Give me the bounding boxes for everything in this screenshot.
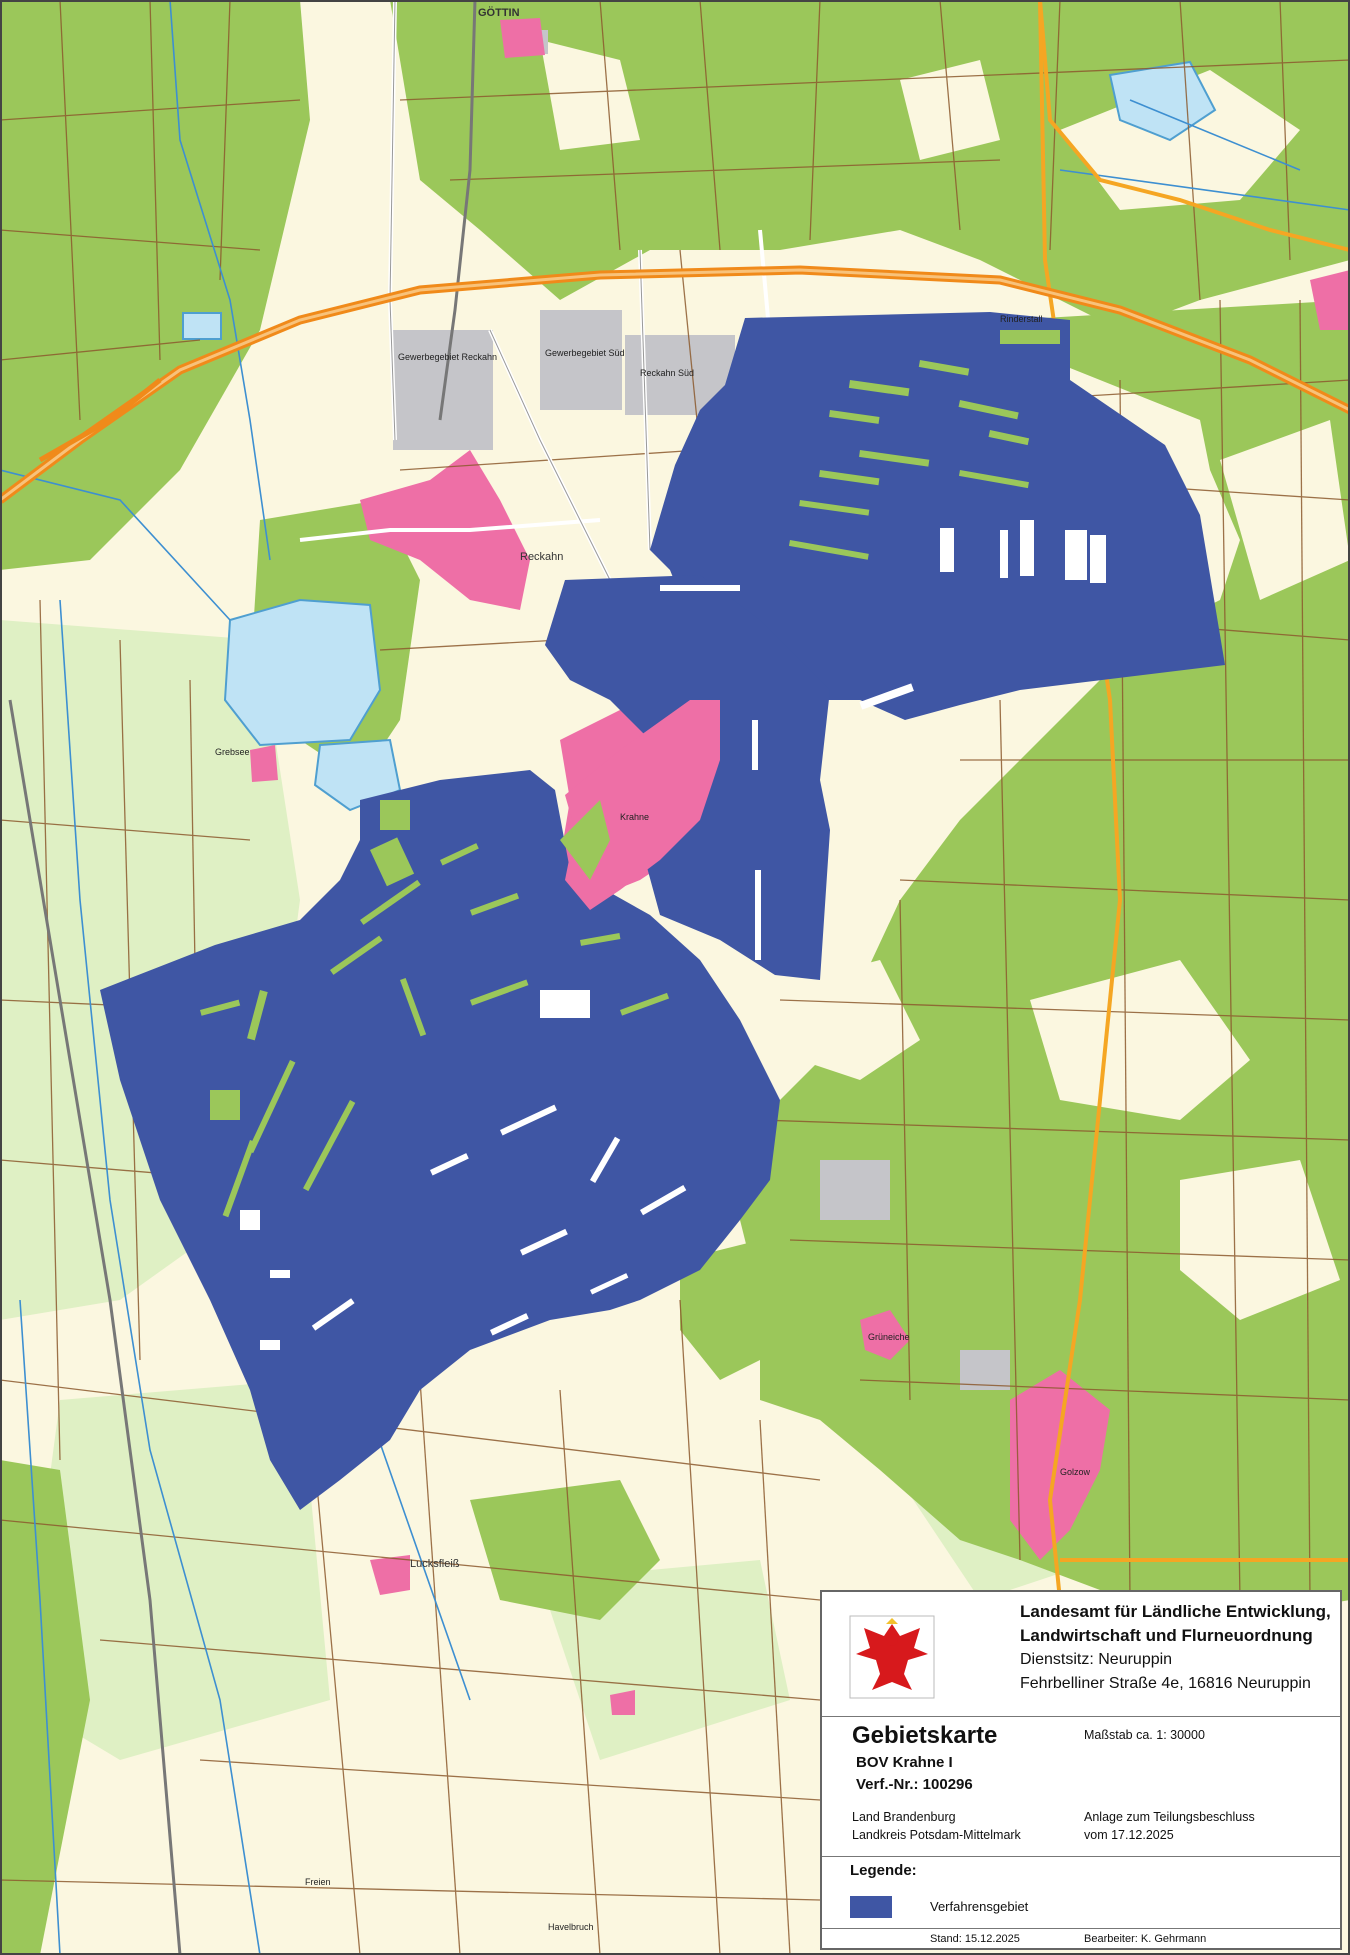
annex-note: Anlage zum Teilungsbeschluss [1084,1810,1255,1824]
legend-label: Verfahrensgebiet [930,1899,1029,1914]
place-label: Reckahn Süd [640,368,694,378]
editor-name: Bearbeiter: K. Gehrmann [1084,1933,1207,1945]
footer-section: Stand: 15.12.2025 Bearbeiter: K. Gehrman… [822,1928,1340,1951]
place-label: Grebsee [215,747,250,757]
place-label: Reckahn [520,551,563,563]
procedure-name: BOV Krahne I [856,1754,953,1771]
fishponds [182,60,1217,812]
place-label: Gewerbegebiet Süd [545,348,625,358]
office-section: Landesamt für Ländliche Entwicklung, Lan… [822,1592,1340,1717]
legend-heading: Legende: [850,1862,917,1879]
office-address: Landesamt für Ländliche Entwicklung, Lan… [1020,1600,1331,1696]
office-name-line2: Landwirtschaft und Flurneuordnung [1020,1626,1313,1645]
procedure-area-southwest [100,770,780,1510]
procedure-area [100,312,1225,1510]
procedure-area-swatch [850,1896,892,1918]
office-name-line1: Landesamt für Ländliche Entwicklung, [1020,1602,1331,1621]
procedure-area-northeast [650,312,1225,720]
office-street: Fehrbelliner Straße 4e, 16816 Neuruppin [1020,1675,1311,1692]
place-labels: GÖTTIN Gewerbegebiet Reckahn Gewerbegebi… [215,6,1091,1932]
status-date: Stand: 15.12.2025 [930,1933,1020,1945]
place-label: Golzow [1060,1467,1091,1477]
map-info-section: Gebietskarte BOV Krahne I Verf.-Nr.: 100… [822,1716,1340,1857]
railway [8,0,477,1955]
title-block: Landesamt für Ländliche Entwicklung, Lan… [820,1590,1342,1950]
excluded-parcels [200,330,1106,1350]
place-label: Krahne [620,812,649,822]
place-label: Lucksfleiß [410,1558,460,1570]
krahne-village [565,700,720,910]
motorway [0,265,1350,504]
office-location: Dienstsitz: Neuruppin [1020,1651,1173,1668]
district-name: Landkreis Potsdam-Mittelmark [852,1828,1021,1842]
map-scale: Maßstab ca. 1: 30000 [1084,1728,1205,1742]
place-label: GÖTTIN [478,6,520,19]
state-name: Land Brandenburg [852,1810,956,1824]
annex-date: vom 17.12.2025 [1084,1828,1174,1842]
place-label: Rinderstall [1000,314,1043,324]
krahne-village-gardens [560,800,610,880]
procedure-number: Verf.-Nr.: 100296 [856,1776,973,1793]
forest-clearings [540,40,1350,1320]
place-label: Grüneiche [868,1332,910,1342]
place-label: Freien [305,1877,331,1887]
place-label: Gewerbegebiet Reckahn [398,352,497,362]
legend-section: Legende: Verfahrensgebiet [822,1856,1340,1930]
brandenburg-eagle-coat-of-arms [849,1615,935,1699]
place-label: Havelbruch [548,1922,594,1932]
map-title: Gebietskarte [852,1722,998,1749]
